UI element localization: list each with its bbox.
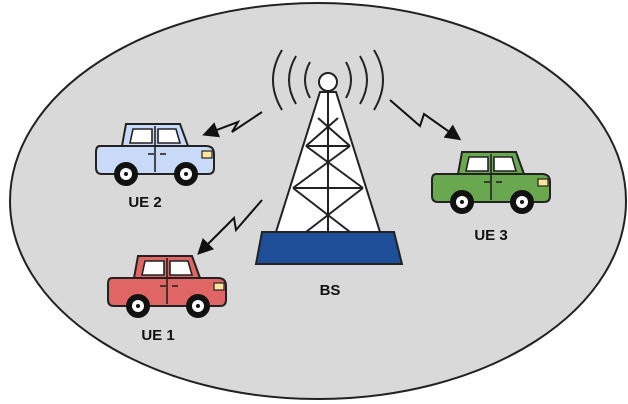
ue3-label: UE 3 [474, 227, 507, 244]
link-bs-ue2 [202, 111, 263, 138]
tower-base [254, 231, 404, 265]
base-station-tower [254, 49, 404, 265]
base-station-label: BS [320, 282, 341, 299]
radio-wave-icon [272, 49, 384, 111]
link-bs-ue3 [389, 99, 462, 141]
ue2-label: UE 2 [128, 194, 161, 211]
link-bs-ue1 [197, 199, 263, 255]
antenna-icon [318, 72, 338, 92]
ue1-label: UE 1 [141, 327, 174, 344]
